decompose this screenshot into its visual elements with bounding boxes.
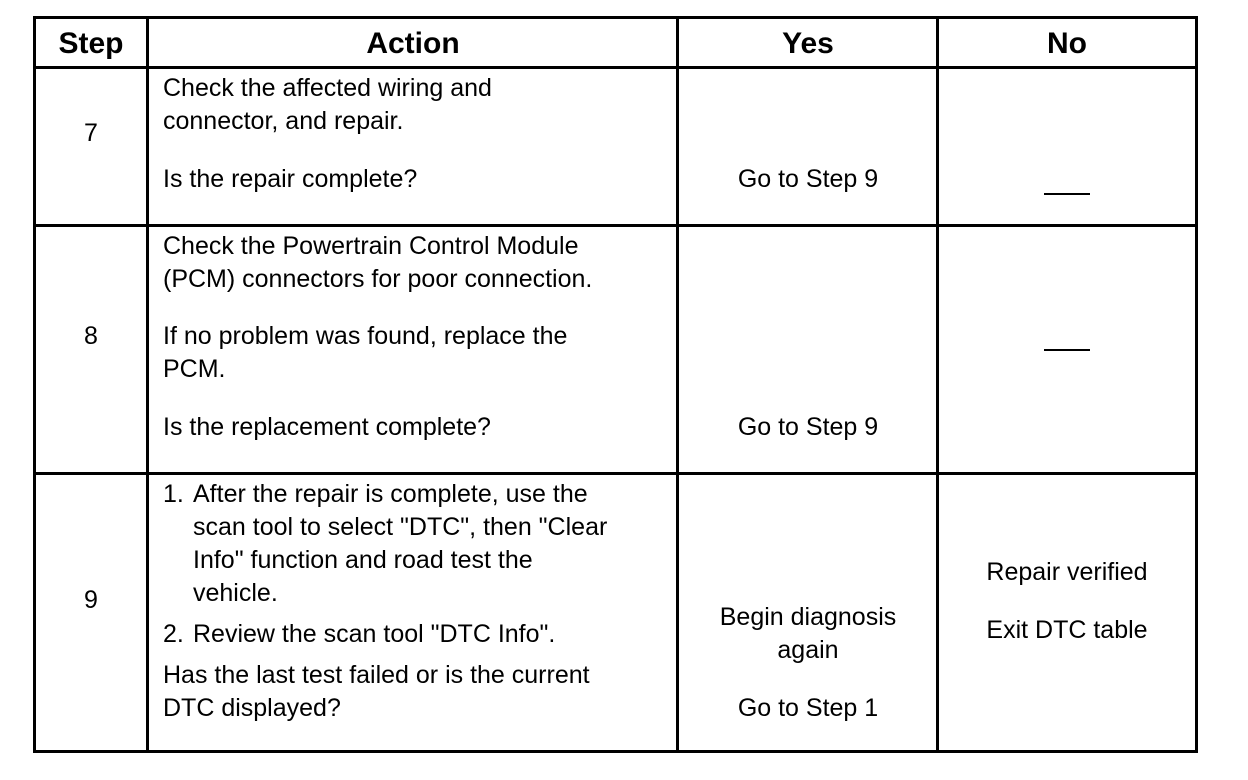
row-7-action-line-2: connector, and repair. [163,107,404,135]
row-9-yes-line-2: again [777,636,839,664]
column-divider-yes-no [936,19,939,750]
row-divider-8-9 [36,472,1195,475]
header-no: No [1047,27,1087,60]
header-divider [36,66,1195,69]
row-9-no-line-1: Repair verified [986,558,1148,586]
row-7-action-line-1: Check the affected wiring and [163,74,492,102]
column-divider-action-yes [676,19,679,750]
row-8-yes: Go to Step 9 [737,413,879,441]
row-9-yes-goto: Go to Step 1 [737,694,879,722]
row-8-action-line-1: Check the Powertrain Control Module [163,232,579,260]
dtc-diagnostic-table [33,16,1198,753]
row-9-item-1-number: 1. [163,480,184,508]
row-8-action-line-4: PCM. [163,355,226,383]
row-7-no-dash [1044,193,1090,195]
row-8-step: 8 [84,322,98,350]
row-9-no-line-2: Exit DTC table [986,616,1148,644]
row-9-item-1-line-1: After the repair is complete, use the [193,480,588,508]
row-8-action-line-3: If no problem was found, replace the [163,322,568,350]
row-divider-7-8 [36,224,1195,227]
row-9-step: 9 [84,586,98,614]
row-7-question: Is the repair complete? [163,165,418,193]
header-action: Action [366,27,460,60]
row-9-item-1-line-2: scan tool to select "DTC", then "Clear [193,513,608,541]
row-8-no-dash [1044,349,1090,351]
column-divider-step-action [146,19,149,750]
row-8-action-line-2: (PCM) connectors for poor connection. [163,265,593,293]
row-9-question-line-2: DTC displayed? [163,694,341,722]
row-9-yes-line-1: Begin diagnosis [719,603,897,631]
row-8-question: Is the replacement complete? [163,413,491,441]
row-7-yes: Go to Step 9 [737,165,879,193]
row-9-item-2-number: 2. [163,620,184,648]
row-9-item-2-line-1: Review the scan tool "DTC Info". [193,620,556,648]
row-9-item-1-line-4: vehicle. [193,579,278,607]
row-9-question-line-1: Has the last test failed or is the curre… [163,661,590,689]
row-7-step: 7 [84,119,98,147]
row-9-item-1-line-3: Info" function and road test the [193,546,533,574]
header-yes: Yes [782,27,834,60]
header-step: Step [58,27,124,60]
